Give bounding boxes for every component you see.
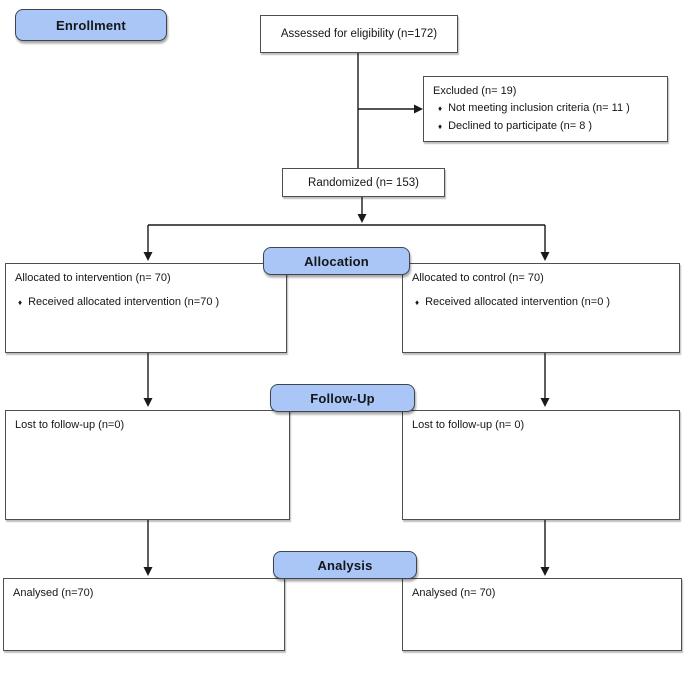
allocation-intervention-box: Allocated to intervention (n= 70) ♦ Rece… — [5, 263, 287, 353]
assessed-eligibility-box: Assessed for eligibility (n=172) — [260, 15, 458, 53]
followup-control-box: Lost to follow-up (n= 0) — [402, 410, 680, 520]
followup-control-title: Lost to follow-up (n= 0) — [412, 419, 525, 431]
randomized-label: Randomized (n= 153) — [308, 176, 419, 189]
bullet-icon: ♦ — [438, 121, 443, 131]
bullet-icon: ♦ — [415, 298, 420, 308]
analysis-intervention-box: Analysed (n=70) — [3, 578, 285, 651]
allocation-control-box: Allocated to control (n= 70) ♦ Received … — [402, 263, 680, 353]
excluded-bullet-1: ♦ Not meeting inclusion criteria (n= 11 … — [438, 101, 658, 116]
analysis-intervention-title: Analysed (n=70) — [13, 587, 94, 599]
excluded-bullet-2: ♦ Declined to participate (n= 8 ) — [438, 119, 658, 134]
allocation-control-title: Allocated to control (n= 70) — [412, 272, 544, 284]
allocation-control-bullet-1: ♦ Received allocated intervention (n=0 ) — [415, 295, 670, 310]
excluded-box: Excluded (n= 19) ♦ Not meeting inclusion… — [423, 76, 668, 142]
allocation-intervention-bullet-1: ♦ Received allocated intervention (n=70 … — [18, 295, 277, 310]
followup-intervention-title: Lost to follow-up (n=0) — [15, 419, 125, 431]
assessed-eligibility-label: Assessed for eligibility (n=172) — [280, 28, 438, 40]
stage-badge-allocation: Allocation — [263, 247, 410, 275]
allocation-intervention-title: Allocated to intervention (n= 70) — [15, 272, 171, 284]
excluded-bullet-1-label: Not meeting inclusion criteria (n= 11 ) — [448, 102, 630, 115]
analysis-control-title: Analysed (n= 70) — [412, 587, 496, 599]
allocation-control-bullet-1-label: Received allocated intervention (n=0 ) — [425, 296, 611, 309]
excluded-title: Excluded (n= 19) — [433, 85, 517, 97]
stage-badge-enrollment: Enrollment — [15, 9, 167, 41]
excluded-bullet-2-label: Declined to participate (n= 8 ) — [448, 119, 593, 132]
stage-badge-analysis: Analysis — [273, 551, 417, 579]
stage-badge-followup: Follow-Up — [270, 384, 415, 412]
bullet-icon: ♦ — [18, 298, 23, 308]
followup-intervention-box: Lost to follow-up (n=0) — [5, 410, 290, 520]
allocation-intervention-bullet-1-label: Received allocated intervention (n=70 ) — [28, 296, 220, 309]
bullet-icon: ♦ — [438, 104, 443, 114]
randomized-box: Randomized (n= 153) — [282, 168, 445, 197]
analysis-control-box: Analysed (n= 70) — [402, 578, 682, 651]
